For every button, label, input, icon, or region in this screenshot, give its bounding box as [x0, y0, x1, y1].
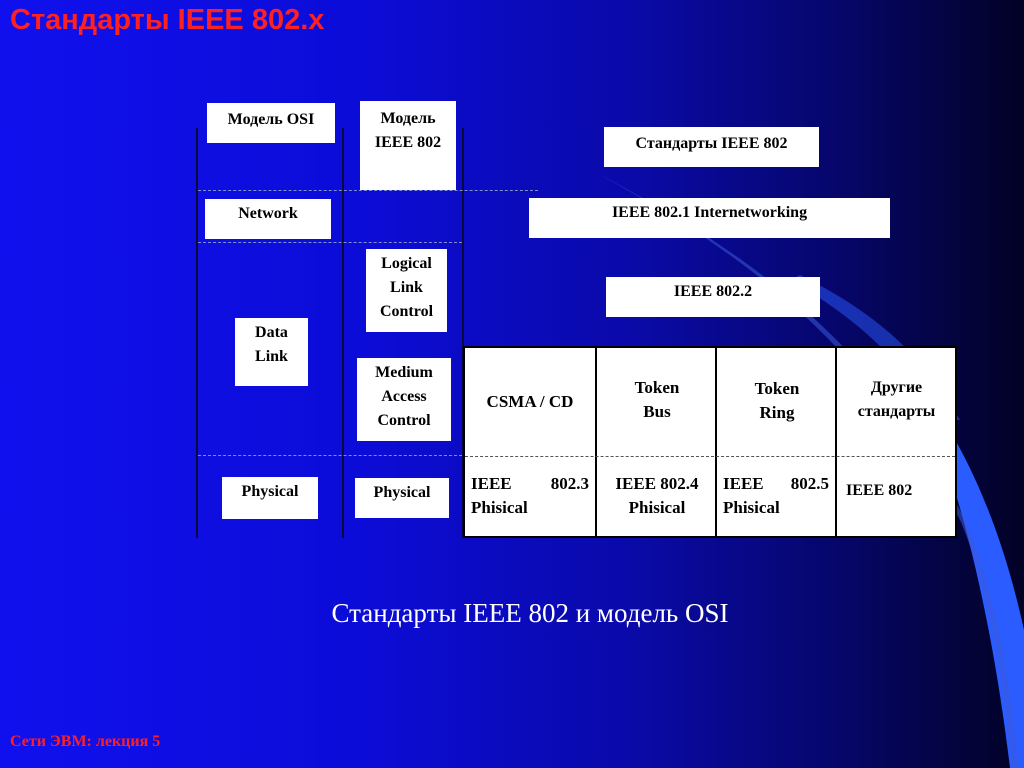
csma-cd-label: CSMA / CD — [486, 392, 574, 411]
grid-vline-right — [462, 128, 464, 538]
grid-hline-1 — [198, 190, 538, 191]
grid-vline-middle — [342, 128, 344, 538]
ieee-llc-line3: Control — [379, 303, 434, 320]
mac-col-8023-bottom: IEEE 802.3 Phisical — [471, 472, 589, 520]
ieee-8022-label: IEEE 802.2 — [673, 283, 753, 300]
ieee-model-header: Модель IEEE 802 — [360, 101, 456, 190]
ieee-llc-layer: Logical Link Control — [366, 249, 447, 332]
table-col-sep-2 — [715, 346, 717, 538]
mac-standards-table — [463, 346, 957, 538]
token-ring-line1: Token — [754, 379, 800, 398]
osi-network-layer: Network — [205, 199, 331, 239]
token-bus-line2: Bus — [643, 402, 671, 421]
other-standards-line1: Другие — [870, 379, 923, 396]
ieee-8021-label: IEEE 802.1 Internetworking — [611, 204, 808, 221]
ieee-mac-line2: Access — [381, 388, 427, 405]
ieee-mac-layer: Medium Access Control — [357, 358, 451, 441]
osi-datalink-line1: Data — [255, 324, 288, 341]
ieee-physical-layer: Physical — [355, 478, 449, 518]
osi-physical-label: Physical — [241, 483, 299, 500]
table-col-sep-1 — [595, 346, 597, 538]
ieee-8024-phisical: Phisical — [628, 498, 686, 517]
mac-col-8024-bottom: IEEE 802.4 Phisical — [598, 472, 716, 520]
mac-col-csma-cd-top: CSMA / CD — [467, 390, 593, 414]
ieee-8021-internetworking: IEEE 802.1 Internetworking — [529, 198, 890, 238]
ieee-8023-prefix: IEEE — [471, 474, 512, 493]
ieee-model-header-line1: Модель — [380, 110, 436, 127]
ieee-8023-phisical: Phisical — [471, 498, 528, 517]
ieee-802-other-label: IEEE 802 — [846, 482, 913, 499]
token-ring-line2: Ring — [759, 403, 795, 422]
mac-col-other-bottom: IEEE 802 — [846, 479, 951, 503]
table-col-sep-3 — [835, 346, 837, 538]
ieee-8024-label: IEEE 802.4 — [615, 474, 699, 493]
ieee-llc-line2: Link — [390, 279, 423, 296]
ieee-8025-phisical: Phisical — [723, 498, 780, 517]
standards-header: Стандарты IEEE 802 — [604, 127, 819, 167]
table-row-sep — [465, 456, 955, 457]
osi-datalink-layer: Data Link — [235, 318, 308, 386]
grid-vline-left — [196, 128, 198, 538]
osi-model-header: Модель OSI — [207, 103, 335, 143]
ieee-llc-line1: Logical — [381, 255, 432, 272]
ieee-8023-number: 802.3 — [550, 474, 589, 493]
osi-model-header-label: Модель OSI — [227, 111, 315, 128]
ieee-mac-line3: Control — [377, 412, 431, 429]
token-bus-line1: Token — [634, 378, 680, 397]
ieee-mac-line1: Medium — [375, 364, 433, 381]
mac-col-other-top: Другие стандарты — [838, 376, 955, 424]
slide-footer: Сети ЭВМ: лекция 5 — [10, 733, 161, 750]
ieee-model-header-line2: IEEE 802 — [374, 134, 442, 151]
ieee-8025-number: 802.5 — [790, 474, 829, 493]
diagram-caption: Стандарты IEEE 802 и модель OSI — [331, 598, 729, 628]
osi-physical-layer: Physical — [222, 477, 318, 519]
standards-header-label: Стандарты IEEE 802 — [635, 135, 788, 152]
ieee-physical-label: Physical — [373, 484, 431, 501]
grid-hline-3 — [198, 455, 462, 456]
ieee-8025-prefix: IEEE — [723, 474, 764, 493]
mac-col-8025-bottom: IEEE 802.5 Phisical — [723, 472, 829, 520]
mac-col-token-ring-top: Token Ring — [718, 377, 836, 425]
osi-network-label: Network — [238, 205, 298, 222]
grid-hline-2 — [198, 242, 462, 243]
mac-col-token-bus-top: Token Bus — [598, 376, 716, 424]
ieee-8022-llc: IEEE 802.2 — [606, 277, 820, 317]
slide-title: Стандарты IEEE 802.x — [10, 4, 325, 36]
osi-datalink-line2: Link — [255, 348, 288, 365]
other-standards-line2: стандарты — [857, 403, 936, 420]
